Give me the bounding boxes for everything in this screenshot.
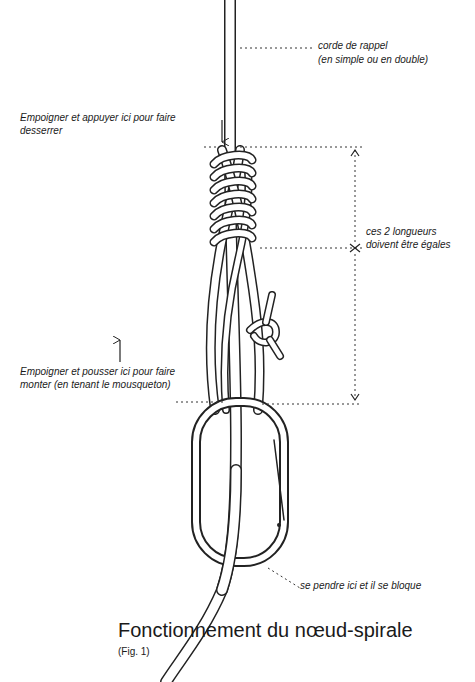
coil-turn [214, 155, 252, 164]
coil-turn [214, 194, 252, 203]
coil-turn [214, 220, 252, 229]
dimension-note: ces 2 longueurs doivent être égales [366, 226, 466, 251]
coil-turn [214, 233, 252, 242]
caption: Fonctionnement du nœud-spirale [118, 618, 413, 643]
coil-turn [214, 181, 252, 190]
push-note: Empoigner et pousser ici pour faire mont… [20, 366, 190, 391]
rope-note: (en simple ou en double) [318, 54, 468, 67]
coil-turn [214, 181, 252, 190]
figure-number: (Fig. 1) [118, 646, 198, 659]
coil-turn [214, 194, 252, 203]
coil-turn [214, 207, 252, 216]
hang-note: se pendre ici et il se bloque [300, 580, 430, 593]
rope-label: corde de rappel [318, 40, 468, 53]
coil-turn [214, 233, 252, 242]
coil-turn [214, 220, 252, 229]
coil-turn [214, 168, 252, 177]
coil-turn [214, 155, 252, 164]
coil-turn [214, 207, 252, 216]
grip-note: Empoigner et appuyer ici pour faire dess… [20, 112, 200, 137]
coil-turn [214, 168, 252, 177]
